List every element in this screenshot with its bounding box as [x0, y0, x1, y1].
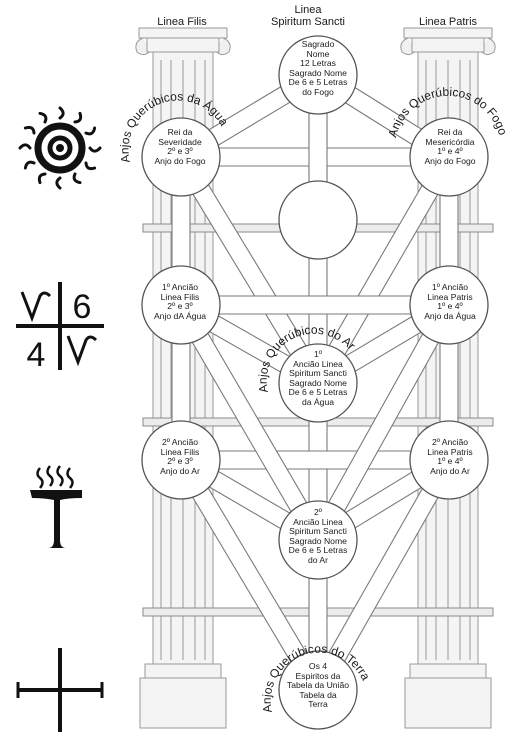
- sun-target-icon: [18, 106, 102, 190]
- circle-sev: [141, 117, 221, 197]
- circle-bot: [278, 650, 358, 730]
- circle-a1f: [141, 265, 221, 345]
- circle-top: [278, 35, 358, 115]
- circle-mid: [278, 180, 358, 260]
- node-ancient2-sancti-label: 2º Ancião Linea Spiritum Sancti Sagrado …: [288, 507, 348, 565]
- water-glyph-4: 4: [27, 336, 46, 374]
- node-bottom-label: Os 4 Espiritos da Tabela da União Tabela…: [286, 661, 350, 710]
- circle-a2p: [409, 420, 489, 500]
- header-linea-patris: Linea Patris: [418, 16, 478, 28]
- node-top-label: Sagrado Nome 12 Letras Sagrado Nome De 6…: [288, 39, 348, 97]
- circle-a1s: [278, 343, 358, 423]
- node-ancient1-filis-label: 1º Ancião Linea Filis 2º e 3º Anjo dA Ág…: [153, 282, 207, 321]
- header-linea-filis: Linea Filis: [157, 16, 207, 28]
- node-misericordia-label: Rei da Mesericórdia 1º e 4º Anjo do Fogo: [424, 127, 476, 166]
- circle-a2s: [278, 500, 358, 580]
- node-ancient2-filis-label: 2º Ancião Linea Filis 2º e 3º Anjo do Ar: [160, 437, 200, 476]
- earth-cross-icon: [16, 648, 104, 732]
- sephiroth-circles: [141, 35, 489, 730]
- circle-mis: [409, 117, 489, 197]
- header-linea-sancti: Linea Spiritum Sancti: [271, 4, 345, 28]
- node-ancient1-patris-label: 1º Ancião Linea Patris 1º e 4º Anjo da Á…: [424, 282, 476, 321]
- water-glyph-6: 6: [73, 288, 92, 326]
- node-severidade-label: Rei da Severidade 2º e 3º Anjo do Fogo: [154, 127, 206, 166]
- circle-a2f: [141, 420, 221, 500]
- water-cross-icon: 6 4: [16, 282, 104, 374]
- node-ancient1-sancti-label: 1º Ancião Linea Spiritum Sancti Sagrado …: [288, 349, 348, 407]
- tau-steam-icon: [30, 465, 82, 548]
- circle-a1p: [409, 265, 489, 345]
- node-ancient2-patris-label: 2º Ancião Linea Patris 1º e 4º Anjo do A…: [427, 437, 473, 476]
